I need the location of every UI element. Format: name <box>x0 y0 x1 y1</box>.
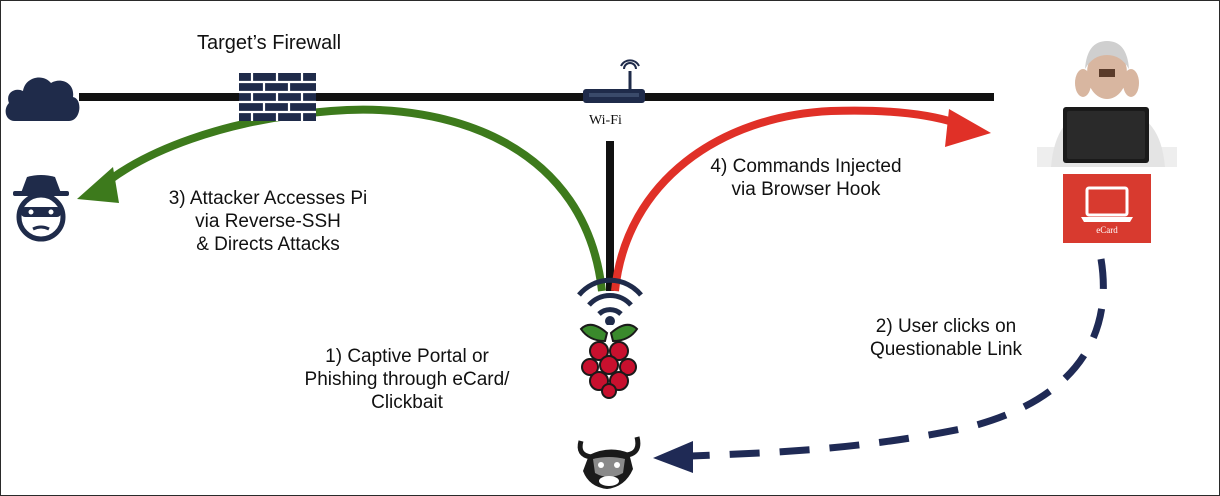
step3-label: 3) Attacker Accesses Pi via Reverse-SSH … <box>133 187 403 256</box>
step1-line2: Phishing through eCard/ <box>304 369 510 390</box>
wifi-signal-icon <box>577 277 643 325</box>
bull-icon <box>577 436 641 489</box>
browser-hook-path <box>611 106 958 292</box>
step2-line2: Questionable Link <box>869 339 1023 360</box>
attacker-icon <box>13 175 69 242</box>
step3-line1: 3) Attacker Accesses Pi <box>168 188 368 209</box>
firewall-icon <box>239 73 316 121</box>
step1-line3: Clickbait <box>371 392 443 413</box>
firewall-label: Target’s Firewall <box>197 32 342 54</box>
step4-line1: 4) Commands Injected <box>710 156 902 177</box>
step2-line1: 2) User clicks on <box>875 316 1017 337</box>
raspberry-pi-icon <box>579 323 639 399</box>
questionable-link-path <box>690 258 1107 460</box>
reverse-ssh-arrowhead <box>77 167 119 203</box>
step3-line3: & Directs Attacks <box>196 234 340 255</box>
step2-label: 2) User clicks on Questionable Link <box>836 315 1056 361</box>
router-icon <box>583 59 645 103</box>
step1-line1: 1) Captive Portal or <box>325 346 489 367</box>
questionable-link-arrowhead <box>653 441 693 473</box>
cloud-icon <box>5 77 80 121</box>
ecard-icon: eCard <box>1063 174 1151 243</box>
reverse-ssh-path <box>93 105 606 292</box>
step1-label: 1) Captive Portal or Phishing through eC… <box>277 345 537 414</box>
browser-hook-arrowhead <box>945 109 991 147</box>
step3-line2: via Reverse-SSH <box>195 211 341 232</box>
laptop-icon <box>1081 186 1133 222</box>
ecard-label: eCard <box>1096 225 1118 235</box>
step4-line2: via Browser Hook <box>731 179 881 200</box>
step4-label: 4) Commands Injected via Browser Hook <box>681 155 931 201</box>
user-at-laptop-icon <box>1037 41 1177 167</box>
wifi-label: Wi-Fi <box>589 113 622 128</box>
